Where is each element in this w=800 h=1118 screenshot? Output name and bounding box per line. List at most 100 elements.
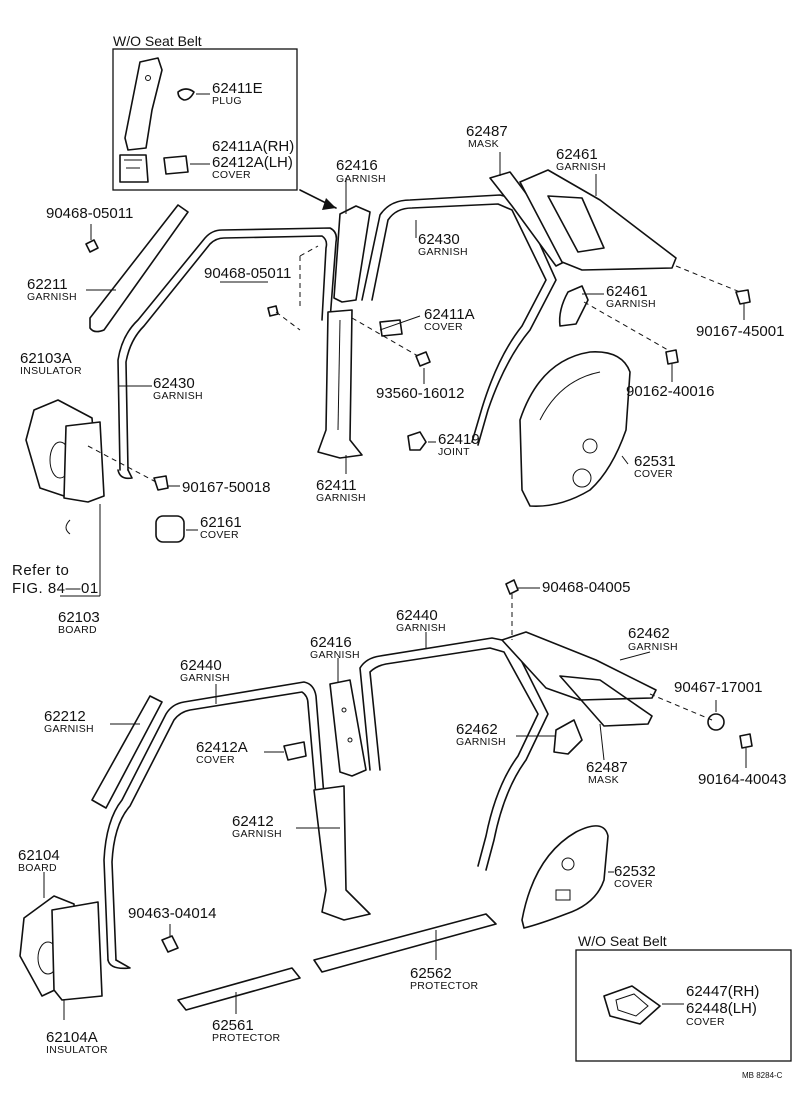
label-90468-05011b: 90468-05011 (204, 265, 291, 282)
label-62104A-part: 62104A (46, 1029, 98, 1046)
label-62487a-name: MASK (468, 138, 499, 150)
label-90467-17001: 90467-17001 (674, 679, 762, 696)
label-62430a-name: GARNISH (153, 390, 203, 402)
part-62487-bottom (559, 675, 653, 727)
label-62416a-name: GARNISH (336, 173, 386, 185)
inset-bottom-cover-name: COVER (686, 1016, 725, 1028)
label-90162-40016: 90162-40016 (626, 383, 714, 400)
label-62161-part: 62161 (200, 514, 242, 531)
label-62411-name: GARNISH (316, 492, 366, 504)
label-62411A-name: COVER (424, 321, 463, 333)
inset-bottom: W/O Seat Belt 62447(RH) 62448(LH) COVER (575, 933, 792, 1062)
part-62462-small (553, 719, 583, 755)
part-62211 (89, 204, 189, 333)
label-62430a-part: 62430 (153, 375, 195, 392)
part-62531 (519, 351, 631, 507)
inset-cover-name: COVER (212, 169, 251, 181)
label-62104A-name: INSULATOR (46, 1044, 108, 1056)
inset-top-title: W/O Seat Belt (113, 33, 202, 49)
inset-plug-part (177, 88, 195, 101)
refer-line1: Refer to (12, 562, 69, 579)
inset-bottom-title: W/O Seat Belt (578, 933, 667, 949)
part-62561 (177, 967, 301, 1011)
part-62430-front (117, 227, 338, 471)
part-62411A (379, 319, 403, 337)
label-62412A-name: COVER (196, 754, 235, 766)
part-62532 (521, 825, 609, 929)
label-62412-name: GARNISH (232, 828, 282, 840)
inset-cover-part (163, 155, 189, 175)
label-62103A-part: 62103A (20, 350, 72, 367)
doc-code: MB 8284-C (742, 1071, 783, 1080)
part-62212 (91, 695, 163, 809)
label-62211-name: GARNISH (27, 291, 77, 303)
part-62430-rear (361, 194, 557, 446)
part-62104A (51, 901, 103, 1001)
label-93560-16012: 93560-16012 (376, 385, 464, 402)
part-62416-top (333, 205, 371, 303)
inset-top: W/O Seat Belt 62411E PLUG 62411A(RH) 624… (112, 33, 298, 191)
label-62531-name: COVER (634, 468, 673, 480)
label-62103A-name: INSULATOR (20, 365, 82, 377)
label-62462a-name: GARNISH (628, 641, 678, 653)
inset-plug-name: PLUG (212, 95, 242, 107)
label-62411A-part: 62411A (424, 306, 475, 323)
label-62440a-name: GARNISH (396, 622, 446, 634)
label-62419-name: JOINT (438, 446, 470, 458)
label-62212-part: 62212 (44, 708, 86, 725)
label-62412-part: 62412 (232, 813, 274, 830)
part-62462-top (501, 631, 657, 701)
part-62416-bottom (329, 679, 367, 777)
label-62462b-name: GARNISH (456, 736, 506, 748)
part-62440-rear (359, 637, 549, 871)
label-62487b-part: 62487 (586, 759, 628, 776)
label-62211-part: 62211 (27, 276, 68, 293)
part-62412 (313, 785, 371, 921)
label-62440b-name: GARNISH (180, 672, 230, 684)
label-90468-04005: 90468-04005 (542, 579, 630, 596)
label-90463-04014: 90463-04014 (128, 905, 216, 922)
label-62461b-name: GARNISH (606, 298, 656, 310)
label-90167-50018: 90167-50018 (182, 479, 270, 496)
label-62562-name: PROTECTOR (410, 980, 479, 992)
label-62561-name: PROTECTOR (212, 1032, 281, 1044)
part-62562 (313, 913, 497, 973)
label-90468-05011a: 90468-05011 (46, 205, 133, 222)
inset-bottom-frame (575, 949, 792, 1062)
part-62161 (155, 515, 185, 543)
label-62561-part: 62561 (212, 1017, 254, 1034)
callout-labels: 90468-05011 62211 GARNISH 62103A INSULAT… (12, 123, 786, 1080)
fastener-icon (161, 579, 753, 953)
label-62419-part: 62419 (438, 431, 480, 448)
label-62562-part: 62562 (410, 965, 452, 982)
inset-cover-rh: 62411A(RH) (212, 138, 294, 155)
label-62212-name: GARNISH (44, 723, 94, 735)
inset-cover-lh: 62412A(LH) (212, 154, 293, 171)
label-62103-name: BOARD (58, 624, 97, 636)
label-62461b-part: 62461 (606, 283, 648, 300)
label-62440b-part: 62440 (180, 657, 222, 674)
label-62487a-part: 62487 (466, 123, 508, 140)
label-62161-name: COVER (200, 529, 239, 541)
label-62412A-part: 62412A (196, 739, 248, 756)
part-62461-top (519, 169, 677, 271)
label-90167-45001: 90167-45001 (696, 323, 784, 340)
inset-top-frame (112, 48, 298, 191)
label-62532-name: COVER (614, 878, 653, 890)
label-62430b-name: GARNISH (418, 246, 468, 258)
label-62531-part: 62531 (634, 453, 676, 470)
refer-line2: FIG. 84—01 (12, 580, 99, 597)
part-62440-front (103, 681, 325, 961)
label-62487b-name: MASK (588, 774, 619, 786)
part-62412A (283, 741, 307, 761)
label-62461a-part: 62461 (556, 146, 598, 163)
label-62440a-part: 62440 (396, 607, 438, 624)
label-62103-part: 62103 (58, 609, 100, 626)
part-62461-small (558, 285, 589, 327)
label-62104-part: 62104 (18, 847, 60, 864)
part-62411 (317, 309, 363, 459)
inset-bottom-cover-lh: 62448(LH) (686, 1000, 757, 1017)
inset-bottom-cover-part (603, 985, 661, 1025)
label-62462a-part: 62462 (628, 625, 670, 642)
